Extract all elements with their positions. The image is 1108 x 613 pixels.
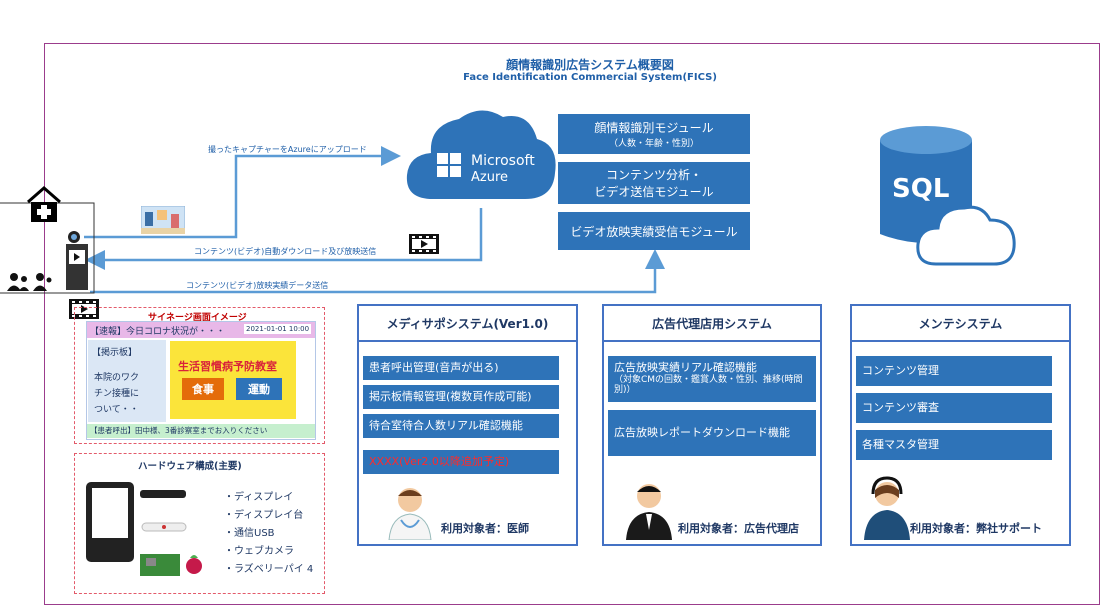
maintenance-feature-1: コンテンツ管理 [856,356,1052,386]
maintenance-user: 利用対象者：弊社サポート [910,522,1042,535]
signage-kiosk-icon [66,231,88,290]
patients-icon [7,273,52,291]
azure-brand-microsoft: Microsoft [471,153,535,169]
system-maintenance-title: メンテシステム [852,306,1069,342]
agency-user: 利用対象者：広告代理店 [678,522,799,535]
signage-call-bar [87,424,315,438]
signage-board [88,340,166,422]
maintenance-feature-3: 各種マスタ管理 [856,430,1052,460]
hardware-item-1: ・ディスプレイ [224,492,294,503]
system-medisapo-title: メディサポシステム(Ver1.0) [359,306,576,342]
businessman-icon [626,484,672,540]
signage-banner-right: 運動 [236,378,282,400]
diagram-frame [44,43,1100,605]
module-content-analysis-sub: ビデオ送信モジュール [594,185,714,199]
capture-image-icon [141,206,185,234]
upload-arrow [84,146,401,239]
agency-feature-1-sub: （対象CMの回数・鑑賞人数・性別、推移(時間別)） [614,374,803,396]
maintenance-feature-2: コンテンツ審査 [856,393,1052,423]
module-face-id: 顔情報識別モジュール （人数・年齢・性別） [558,114,750,154]
hardware-item-3: ・通信USB [224,528,275,539]
signage-board-line-3: ついて・・ [94,405,139,415]
upload-label: 撮ったキャプチャーをAzureにアップロード [208,145,367,154]
signage-date: 2021-01-01 10:00 [244,324,312,334]
raspberry-pi-icon [140,554,202,576]
azure-brand-azure: Azure [471,170,509,185]
signage-preview-title: サイネージ画面イメージ [148,313,247,323]
report-arrow [90,249,665,294]
signage-banner-left: 食事 [182,378,224,400]
report-label: コンテンツ(ビデオ)放映実績データ送信 [186,281,329,290]
module-face-id-label: 顔情報識別モジュール [594,121,714,135]
azure-cloud-icon [406,110,556,199]
video-film-icon [409,234,439,254]
module-content-analysis-label: コンテンツ分析・ [605,168,702,182]
download-label: コンテンツ(ビデオ)自動ダウンロード及び放映送信 [194,247,377,256]
medisapo-feature-2: 掲示板情報管理(複数頁作成可能) [363,385,559,409]
signage-board-tag: 【掲示板】 [92,348,138,358]
system-maintenance: メンテシステム コンテンツ管理 コンテンツ審査 各種マスタ管理 利用対象者：弊社… [850,304,1071,546]
signage-board-line-1: 本院のワク [94,373,140,383]
system-medisapo: メディサポシステム(Ver1.0) 患者呼出管理(音声が出る) 掲示板情報管理(… [357,304,578,546]
system-agency-title: 広告代理店用システム [604,306,820,342]
usb-modem-icon [140,490,186,498]
signage-news-tag: 【速報】今日コロナ状況が・・・ [90,327,226,337]
agency-feature-1: 広告放映実績リアル確認機能 （対象CMの回数・鑑賞人数・性別、推移(時間別)） [608,356,816,402]
hospital-icon [27,186,61,222]
module-report-receive-label: ビデオ放映実績受信モジュール [570,224,738,239]
sql-database-icon [880,126,1016,266]
hardware-item-4: ・ウェブカメラ [224,546,294,557]
hardware-item-5: ・ラズベリーパイ 4 [224,564,314,575]
medisapo-feature-1: 患者呼出管理(音声が出る) [363,356,559,380]
hardware-title: ハードウェア構成(主要) [138,461,242,472]
module-report-receive: ビデオ放映実績受信モジュール [558,212,750,250]
system-agency: 広告代理店用システム 広告放映実績リアル確認機能 （対象CMの回数・鑑賞人数・性… [602,304,822,546]
diagram-subtitle: Face Identification Commercial System(FI… [463,72,717,83]
agency-feature-1-label: 広告放映実績リアル確認機能 [614,361,757,375]
hardware-item-2: ・ディスプレイ台 [224,510,304,521]
sql-label: SQL [892,174,950,204]
signage-preview-panel [74,307,325,444]
signage-banner-title: 生活習慣病予防教室 [178,360,277,373]
hardware-panel [74,453,325,594]
module-face-id-sub: （人数・年齢・性別） [608,139,699,149]
diagram-title: 顔情報識別広告システム概要図 [506,58,674,72]
medisapo-future-feature: XXXX(Ver2.0以降追加予定) [363,450,559,474]
signage-board-line-2: チン接種に [94,389,140,399]
webcam-icon [141,522,187,532]
module-content-analysis: コンテンツ分析・ ビデオ送信モジュール [558,162,750,204]
medisapo-user: 利用対象者：医師 [441,522,529,535]
signage-call-text: 【患者呼出】田中様、3番診察室までお入りください [90,426,268,435]
doctor-icon [388,488,432,540]
medisapo-feature-3: 待合室待合人数リアル確認機能 [363,414,559,438]
display-device-icon [86,482,134,562]
support-operator-icon [864,476,910,540]
agency-feature-2: 広告放映レポートダウンロード機能 [608,410,816,456]
download-arrow [85,208,483,270]
